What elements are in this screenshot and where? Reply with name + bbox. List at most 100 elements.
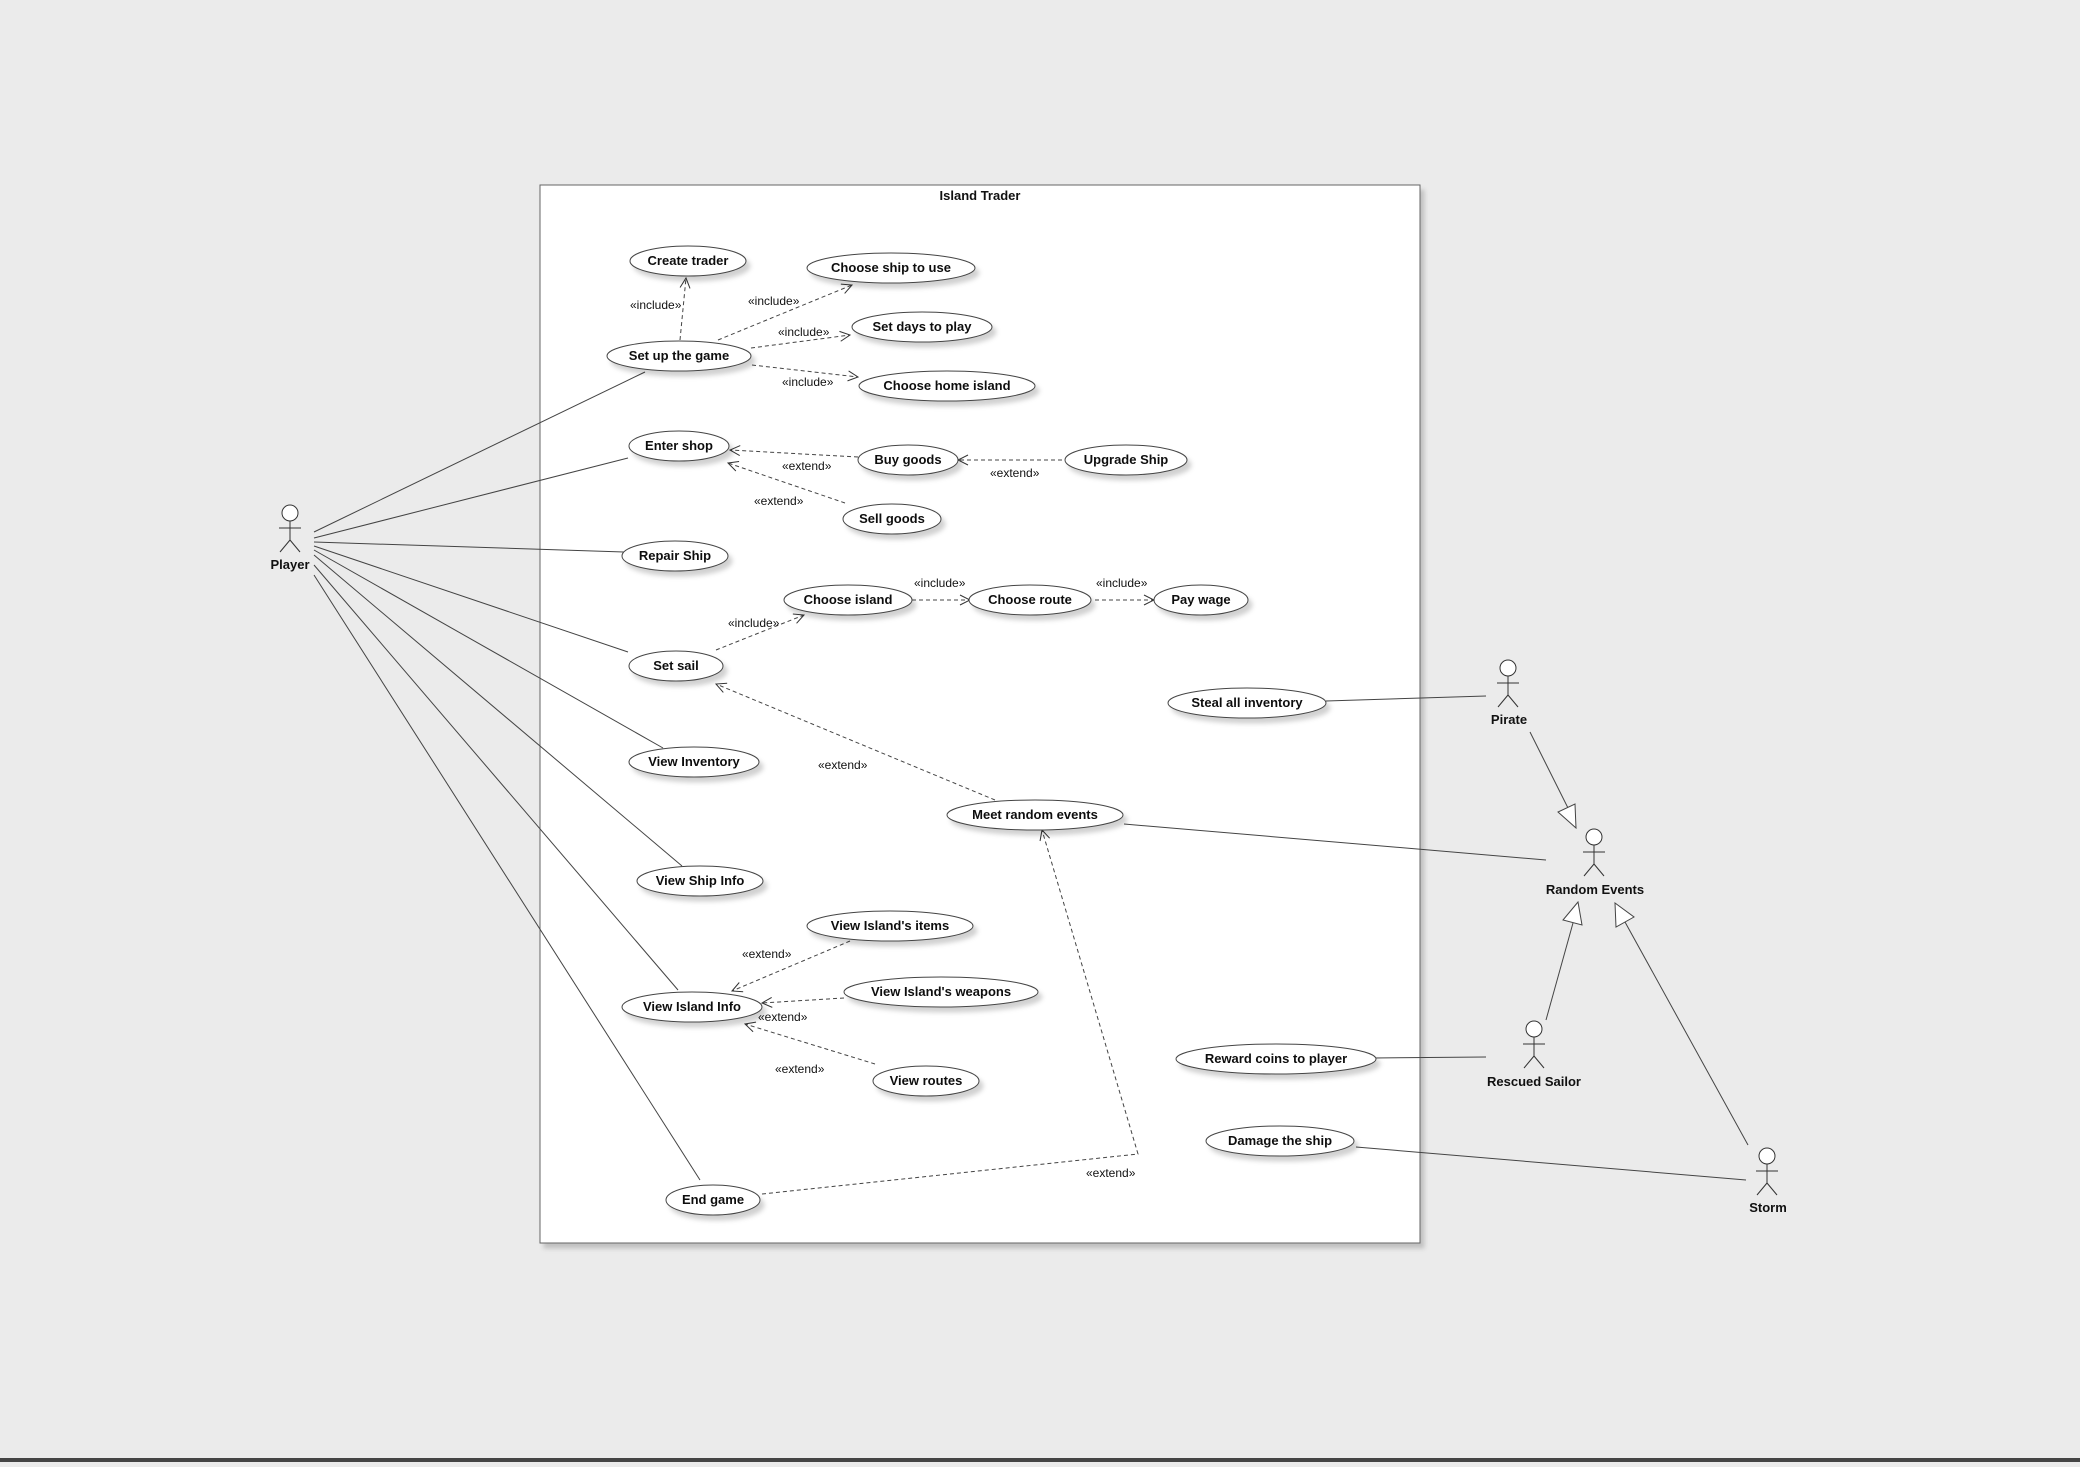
use-case-view-inventory[interactable]: View Inventory — [628, 746, 760, 778]
assoc-sailor-reward — [1372, 1056, 1487, 1059]
use-case-steal-inventory[interactable]: Steal all inventory — [1167, 687, 1327, 719]
use-case-reward-coins[interactable]: Reward coins to player — [1175, 1043, 1377, 1075]
actor-rescued-sailor[interactable]: Rescued Sailor — [1487, 1020, 1581, 1089]
use-case-label: Buy goods — [874, 452, 941, 467]
generalizations — [1529, 731, 1749, 1146]
use-case-label: Choose route — [988, 592, 1072, 607]
use-case-create-trader[interactable]: Create trader — [629, 245, 747, 277]
label-extend-4: «extend» — [818, 758, 868, 772]
gen-sailor — [1545, 922, 1574, 1021]
system-title: Island Trader — [940, 188, 1021, 203]
label-extend-3: «extend» — [754, 494, 804, 508]
use-case-label: Set up the game — [629, 348, 729, 363]
use-case-label: Pay wage — [1171, 592, 1230, 607]
assoc-player-inventory — [313, 549, 664, 749]
use-case-label: View routes — [890, 1073, 963, 1088]
dep-events-sail — [716, 684, 996, 801]
assoc-events-meet — [1123, 823, 1547, 861]
label-extend-1: «extend» — [782, 459, 832, 473]
dep-sail-island — [715, 615, 804, 651]
use-case-choose-ship[interactable]: Choose ship to use — [806, 252, 976, 284]
actors: Player Pirate Random Events Rescued Sail… — [270, 504, 1787, 1215]
use-case-label: View Island Info — [643, 999, 741, 1014]
use-case-set-up-game[interactable]: Set up the game — [606, 340, 752, 372]
dep-setup-home — [751, 364, 858, 377]
dep-routes-info — [745, 1024, 876, 1065]
assoc-player-islandinfo — [313, 564, 679, 991]
use-case-choose-route[interactable]: Choose route — [968, 584, 1092, 616]
assoc-pirate-steal — [1325, 695, 1487, 702]
use-case-label: Set days to play — [873, 319, 973, 334]
use-case-label: Create trader — [648, 253, 729, 268]
actor-label: Player — [270, 557, 309, 572]
use-case-upgrade-ship[interactable]: Upgrade Ship — [1064, 444, 1188, 476]
use-case-view-routes[interactable]: View routes — [872, 1065, 980, 1097]
window-bottom-edge — [0, 1458, 2080, 1462]
label-include-6: «include» — [1096, 576, 1148, 590]
use-case-label: Set sail — [653, 658, 699, 673]
use-case-buy-goods[interactable]: Buy goods — [857, 444, 959, 476]
use-case-label: View Ship Info — [656, 873, 745, 888]
use-case-view-island-weapons[interactable]: View Island's weapons — [843, 976, 1039, 1008]
use-case-choose-island[interactable]: Choose island — [783, 584, 913, 616]
use-case-end-game[interactable]: End game — [665, 1184, 761, 1216]
associations — [313, 371, 1747, 1181]
label-include-4: «include» — [782, 375, 834, 389]
use-cases: Create trader Choose ship to use Set day… — [606, 245, 1377, 1216]
use-case-view-island-items[interactable]: View Island's items — [806, 910, 974, 942]
use-case-label: View Inventory — [648, 754, 740, 769]
gen-storm — [1624, 921, 1749, 1146]
use-case-label: Sell goods — [859, 511, 925, 526]
actor-random-events[interactable]: Random Events — [1546, 828, 1644, 897]
dep-items-info — [732, 940, 851, 991]
label-include-3: «include» — [778, 325, 830, 339]
use-case-label: Damage the ship — [1228, 1133, 1332, 1148]
actor-storm[interactable]: Storm — [1749, 1147, 1787, 1215]
use-case-pay-wage[interactable]: Pay wage — [1153, 584, 1249, 616]
use-case-set-days[interactable]: Set days to play — [851, 311, 993, 343]
use-case-meet-events[interactable]: Meet random events — [946, 799, 1124, 831]
gen-storm-head — [1614, 901, 1635, 928]
actor-label: Rescued Sailor — [1487, 1074, 1581, 1089]
label-extend-6: «extend» — [758, 1010, 808, 1024]
assoc-player-setup — [313, 371, 646, 533]
use-case-set-sail[interactable]: Set sail — [628, 650, 724, 682]
actor-label: Random Events — [1546, 882, 1644, 897]
assoc-player-endgame — [313, 574, 701, 1181]
use-case-enter-shop[interactable]: Enter shop — [628, 430, 730, 462]
use-case-view-ship-info[interactable]: View Ship Info — [636, 865, 764, 897]
use-case-view-island-info[interactable]: View Island Info — [621, 991, 763, 1023]
dep-setup-create — [679, 278, 686, 341]
stereotype-labels: «include» «include» «include» «include» … — [630, 294, 1148, 1180]
actor-label: Storm — [1749, 1200, 1787, 1215]
use-case-repair-ship[interactable]: Repair Ship — [621, 540, 729, 572]
gen-sailor-head — [1562, 900, 1583, 926]
use-case-choose-home[interactable]: Choose home island — [858, 370, 1036, 402]
label-extend-7: «extend» — [775, 1062, 825, 1076]
use-case-label: Reward coins to player — [1205, 1051, 1347, 1066]
label-extend-5: «extend» — [742, 947, 792, 961]
dep-setup-days — [750, 335, 850, 349]
gen-pirate — [1529, 731, 1569, 809]
actor-label: Pirate — [1491, 712, 1527, 727]
use-case-label: Meet random events — [972, 807, 1098, 822]
label-extend-8: «extend» — [1086, 1166, 1136, 1180]
assoc-player-sail — [313, 545, 629, 653]
actor-player[interactable]: Player — [270, 504, 310, 572]
use-case-label: End game — [682, 1192, 744, 1207]
gen-pirate-head — [1557, 803, 1577, 830]
use-case-label: Choose island — [804, 592, 893, 607]
use-case-label: View Island's weapons — [871, 984, 1011, 999]
use-case-label: Choose ship to use — [831, 260, 951, 275]
use-case-sell-goods[interactable]: Sell goods — [842, 503, 942, 535]
use-case-damage-ship[interactable]: Damage the ship — [1205, 1125, 1355, 1157]
actor-pirate[interactable]: Pirate — [1491, 659, 1527, 727]
label-include-7: «include» — [728, 616, 780, 630]
use-case-label: View Island's items — [831, 918, 949, 933]
assoc-player-repair — [313, 541, 625, 553]
assoc-storm-damage — [1355, 1146, 1747, 1181]
dep-endgame-events — [761, 830, 1139, 1195]
label-include-5: «include» — [914, 576, 966, 590]
